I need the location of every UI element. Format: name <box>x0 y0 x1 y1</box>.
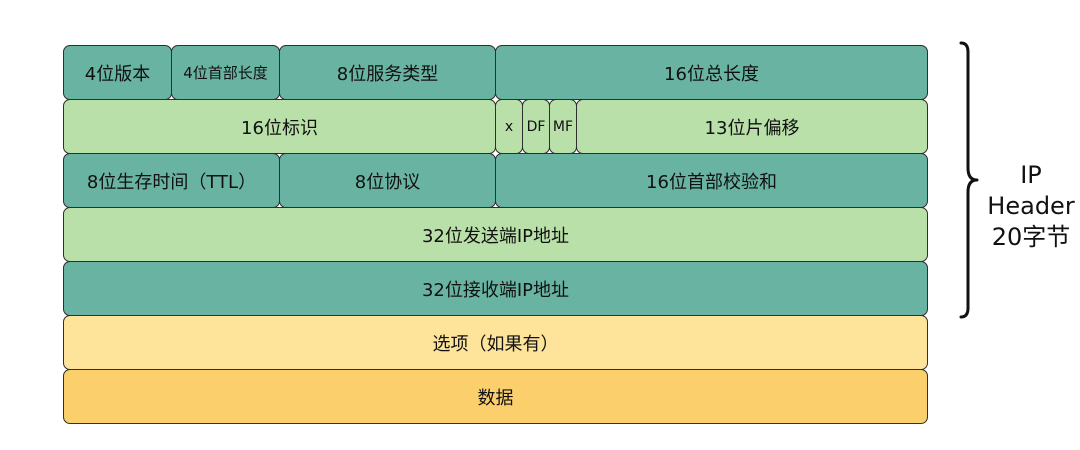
mf-flag-label: MF <box>552 118 574 135</box>
header-length-field: 4位首部长度 <box>171 45 280 100</box>
service-type-field-label: 8位服务类型 <box>336 63 439 85</box>
destination-ip-field-label: 32位接收端IP地址 <box>421 279 570 301</box>
checksum-field: 16位首部校验和 <box>495 153 928 208</box>
ip-header-label-line3: 20字节 <box>991 223 1071 251</box>
ttl-field-label: 8位生存时间（TTL） <box>86 171 257 193</box>
fragment-offset-field-label: 13位片偏移 <box>704 117 800 139</box>
right-brace-icon <box>959 41 979 319</box>
checksum-field-label: 16位首部校验和 <box>646 171 777 193</box>
destination-ip-field: 32位接收端IP地址 <box>63 261 928 316</box>
source-ip-field: 32位发送端IP地址 <box>63 207 928 262</box>
ttl-field: 8位生存时间（TTL） <box>63 153 280 208</box>
data-field: 数据 <box>63 369 928 424</box>
protocol-field: 8位协议 <box>279 153 496 208</box>
data-field-label: 数据 <box>477 387 514 409</box>
mf-flag-field: MF <box>549 99 577 154</box>
ip-header-label: IP Header 20字节 <box>982 160 1080 253</box>
options-field-label: 选项（如果有） <box>432 333 559 355</box>
version-field-label: 4位版本 <box>84 63 151 85</box>
options-field: 选项（如果有） <box>63 315 928 370</box>
ip-header-label-line2: Header <box>987 192 1075 220</box>
fragment-offset-field: 13位片偏移 <box>576 99 928 154</box>
service-type-field: 8位服务类型 <box>279 45 496 100</box>
total-length-field-label: 16位总长度 <box>664 63 759 85</box>
total-length-field: 16位总长度 <box>495 45 928 100</box>
reserved-flag-field: x <box>495 99 523 154</box>
protocol-field-label: 8位协议 <box>354 171 421 193</box>
df-flag-field: DF <box>522 99 550 154</box>
identification-field-label: 16位标识 <box>241 117 318 139</box>
reserved-flag-label: x <box>504 118 514 135</box>
ip-header-label-line1: IP <box>1020 161 1042 189</box>
source-ip-field-label: 32位发送端IP地址 <box>421 225 570 247</box>
header-length-field-label: 4位首部长度 <box>183 64 268 82</box>
version-field: 4位版本 <box>63 45 172 100</box>
df-flag-label: DF <box>526 118 546 135</box>
identification-field: 16位标识 <box>63 99 496 154</box>
